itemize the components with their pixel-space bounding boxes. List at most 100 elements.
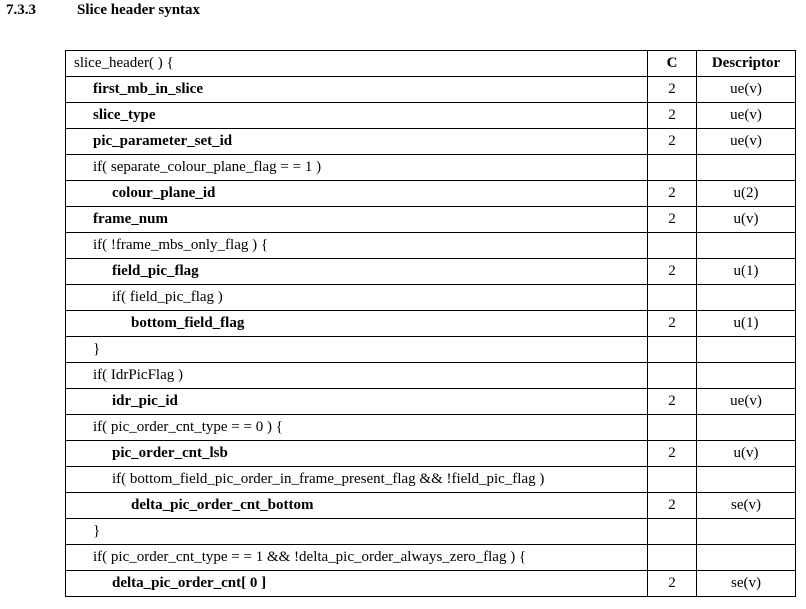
syntax-element-name: field_pic_flag [112, 263, 199, 279]
category-cell [647, 336, 697, 363]
syntax-cell: delta_pic_order_cnt_bottom [65, 492, 648, 519]
syntax-cell: slice_type [65, 102, 648, 129]
syntax-element-name: frame_num [93, 211, 168, 227]
category-cell: 2 [647, 310, 697, 337]
descriptor-cell [696, 232, 796, 259]
descriptor-cell [696, 336, 796, 363]
descriptor-cell: ue(v) [696, 128, 796, 155]
syntax-element-name: delta_pic_order_cnt_bottom [131, 497, 314, 513]
table-row: } [65, 336, 796, 363]
syntax-statement: if( bottom_field_pic_order_in_frame_pres… [112, 471, 545, 487]
table-row: if( pic_order_cnt_type = = 1 && !delta_p… [65, 544, 796, 571]
syntax-cell: pic_order_cnt_lsb [65, 440, 648, 467]
syntax-cell: if( separate_colour_plane_flag = = 1 ) [65, 154, 648, 181]
category-cell: 2 [647, 102, 697, 129]
category-cell: 2 [647, 388, 697, 415]
header-c: C [647, 50, 697, 77]
syntax-cell: bottom_field_flag [65, 310, 648, 337]
syntax-cell: if( !frame_mbs_only_flag ) { [65, 232, 648, 259]
descriptor-cell: u(2) [696, 180, 796, 207]
category-cell: 2 [647, 570, 697, 597]
category-cell: 2 [647, 128, 697, 155]
section-title: Slice header syntax [77, 2, 201, 18]
category-cell: 2 [647, 492, 697, 519]
table-row: if( pic_order_cnt_type = = 0 ) { [65, 414, 796, 441]
category-cell: 2 [647, 258, 697, 285]
syntax-element-name: delta_pic_order_cnt[ 0 ] [112, 575, 267, 591]
syntax-cell: pic_parameter_set_id [65, 128, 648, 155]
category-cell [647, 414, 697, 441]
descriptor-cell [696, 362, 796, 389]
section-heading: 7.3.3 Slice header syntax [0, 2, 200, 19]
descriptor-cell [696, 154, 796, 181]
syntax-statement: if( separate_colour_plane_flag = = 1 ) [93, 159, 322, 175]
syntax-cell: } [65, 518, 648, 545]
syntax-cell: if( pic_order_cnt_type = = 0 ) { [65, 414, 648, 441]
descriptor-cell: u(1) [696, 258, 796, 285]
descriptor-cell [696, 518, 796, 545]
category-cell: 2 [647, 76, 697, 103]
category-cell: 2 [647, 440, 697, 467]
syntax-table: slice_header( ) { C Descriptor first_mb_… [65, 50, 796, 597]
header-syntax: slice_header( ) { [65, 50, 648, 77]
syntax-cell: first_mb_in_slice [65, 76, 648, 103]
syntax-statement: if( pic_order_cnt_type = = 0 ) { [93, 419, 283, 435]
syntax-statement: if( field_pic_flag ) [112, 289, 223, 305]
section-number: 7.3.3 [6, 2, 36, 18]
descriptor-cell [696, 414, 796, 441]
table-header-row: slice_header( ) { C Descriptor [65, 50, 796, 77]
table-row: if( !frame_mbs_only_flag ) { [65, 232, 796, 259]
descriptor-cell: ue(v) [696, 388, 796, 415]
syntax-element-name: colour_plane_id [112, 185, 216, 201]
syntax-cell: if( IdrPicFlag ) [65, 362, 648, 389]
header-descriptor: Descriptor [696, 50, 796, 77]
category-cell: 2 [647, 180, 697, 207]
syntax-cell: idr_pic_id [65, 388, 648, 415]
descriptor-cell: se(v) [696, 570, 796, 597]
descriptor-cell [696, 466, 796, 493]
syntax-element-name: idr_pic_id [112, 393, 178, 409]
syntax-element-name: slice_type [93, 107, 156, 123]
category-cell [647, 466, 697, 493]
syntax-statement: } [93, 341, 101, 357]
syntax-statement: if( !frame_mbs_only_flag ) { [93, 237, 269, 253]
syntax-cell: if( field_pic_flag ) [65, 284, 648, 311]
table-row: if( separate_colour_plane_flag = = 1 ) [65, 154, 796, 181]
category-cell [647, 154, 697, 181]
syntax-cell: field_pic_flag [65, 258, 648, 285]
descriptor-cell: se(v) [696, 492, 796, 519]
descriptor-cell: ue(v) [696, 76, 796, 103]
syntax-element-name: bottom_field_flag [131, 315, 245, 331]
syntax-cell: delta_pic_order_cnt[ 0 ] [65, 570, 648, 597]
descriptor-cell: ue(v) [696, 102, 796, 129]
category-cell [647, 544, 697, 571]
descriptor-cell [696, 284, 796, 311]
descriptor-cell: u(1) [696, 310, 796, 337]
category-cell [647, 284, 697, 311]
syntax-cell: if( bottom_field_pic_order_in_frame_pres… [65, 466, 648, 493]
syntax-cell: if( pic_order_cnt_type = = 1 && !delta_p… [65, 544, 648, 571]
descriptor-cell: u(v) [696, 440, 796, 467]
syntax-element-name: first_mb_in_slice [93, 81, 203, 97]
category-cell [647, 518, 697, 545]
syntax-statement: if( IdrPicFlag ) [93, 367, 183, 383]
syntax-cell: colour_plane_id [65, 180, 648, 207]
syntax-element-name: pic_parameter_set_id [93, 133, 233, 149]
table-row: if( bottom_field_pic_order_in_frame_pres… [65, 466, 796, 493]
category-cell [647, 232, 697, 259]
table-row: } [65, 518, 796, 545]
category-cell: 2 [647, 206, 697, 233]
descriptor-cell: u(v) [696, 206, 796, 233]
descriptor-cell [696, 544, 796, 571]
syntax-element-name: pic_order_cnt_lsb [112, 445, 228, 461]
